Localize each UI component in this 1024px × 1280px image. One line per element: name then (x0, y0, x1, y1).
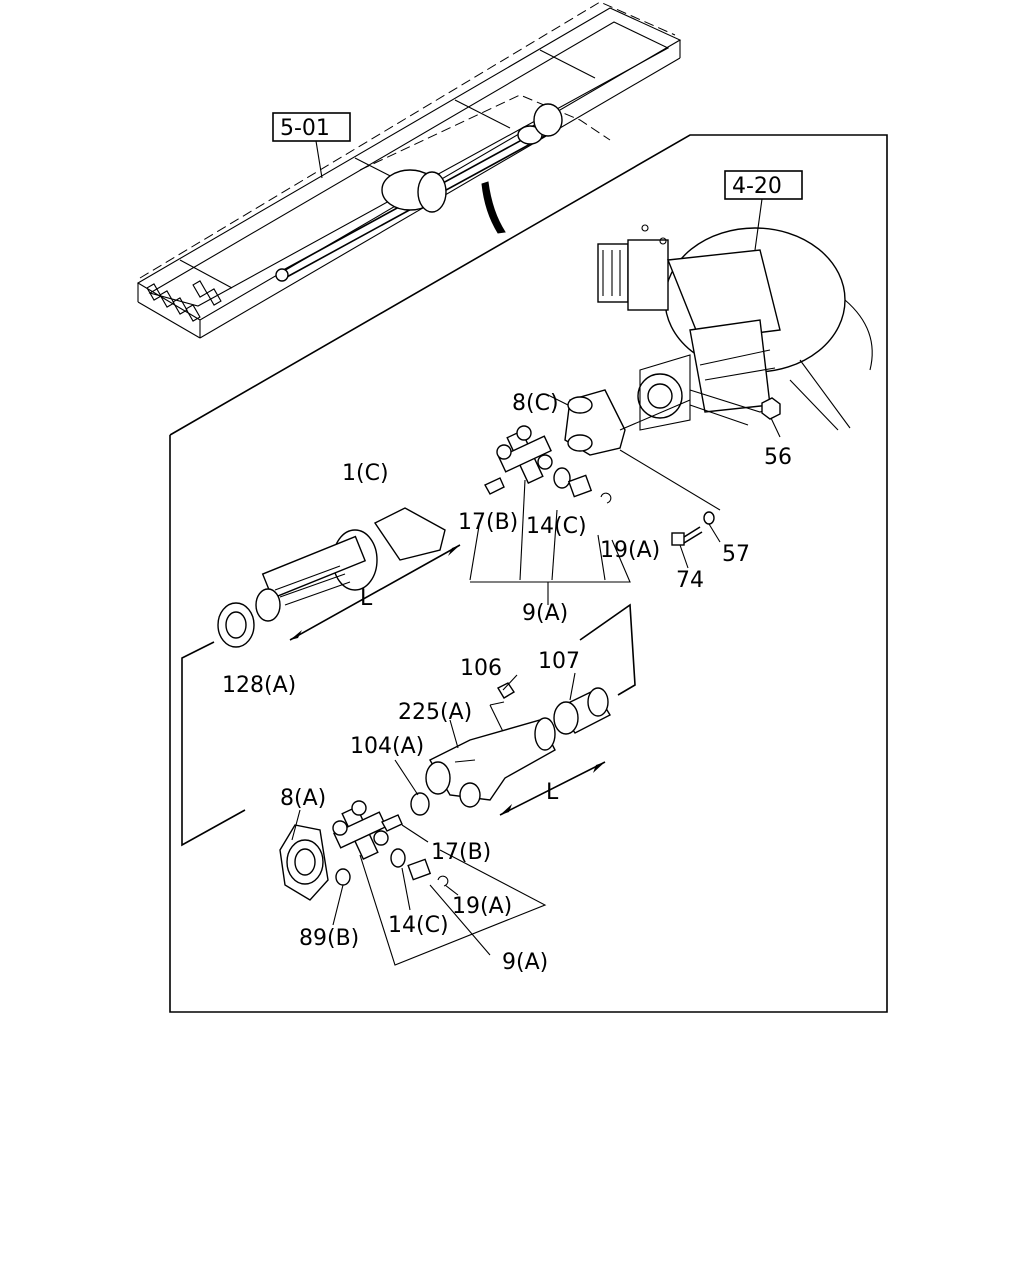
shaft-225a-part (425, 717, 556, 808)
ref-label-5-01: 5-01 (280, 116, 330, 141)
label-14c-bottom: 14(C) (388, 913, 449, 938)
ref-label-4-20: 4-20 (732, 174, 782, 199)
detail-frame-border (169, 134, 888, 1013)
label-107: 107 (538, 649, 580, 674)
label-14c-top: 14(C) (526, 514, 587, 539)
group-bracket-left (181, 641, 246, 847)
washer-104a-part (410, 792, 430, 816)
vehicle-chassis-drawing (136, 1, 682, 339)
slip-sleeve-107-part (553, 687, 611, 735)
label-9a-top: 9(A) (522, 601, 568, 626)
label-56: 56 (764, 445, 792, 470)
lower-shaft-assembly (279, 672, 611, 966)
bolt-74-part (671, 526, 703, 546)
ref-box-5-01 (272, 112, 351, 142)
label-8a: 8(A) (280, 786, 326, 811)
detail-pointer-arrow (481, 181, 506, 234)
sleeve-yoke-1c-part (255, 507, 446, 622)
ref-box-4-20 (724, 170, 803, 200)
label-8c: 8(C) (512, 391, 559, 416)
label-128a: 128(A) (222, 673, 296, 698)
label-225a: 225(A) (398, 700, 472, 725)
flange-yoke-8a-part (279, 824, 329, 901)
rear-axle-housing (597, 224, 873, 431)
label-1c: 1(C) (342, 461, 389, 486)
label-17b-bottom: 17(B) (431, 840, 491, 865)
label-57: 57 (722, 542, 750, 567)
dust-cover-128a-part (217, 602, 255, 648)
label-L-top: L (360, 586, 373, 611)
group-bracket-right (579, 603, 636, 696)
nut-56-part (761, 397, 781, 420)
label-17b-top: 17(B) (458, 510, 518, 535)
upper-shaft-assembly (217, 389, 781, 648)
label-89b: 89(B) (299, 926, 359, 951)
label-9a-bottom: 9(A) (502, 950, 548, 975)
label-106: 106 (460, 656, 502, 681)
label-19a-bottom: 19(A) (452, 894, 512, 919)
label-19a-top: 19(A) (600, 538, 660, 563)
label-104a: 104(A) (350, 734, 424, 759)
label-L-bottom: L (546, 780, 559, 805)
spider-top-part (496, 425, 553, 484)
spider-bottom-part (332, 800, 389, 860)
label-74: 74 (676, 568, 704, 593)
washer-89b-part (335, 868, 351, 886)
